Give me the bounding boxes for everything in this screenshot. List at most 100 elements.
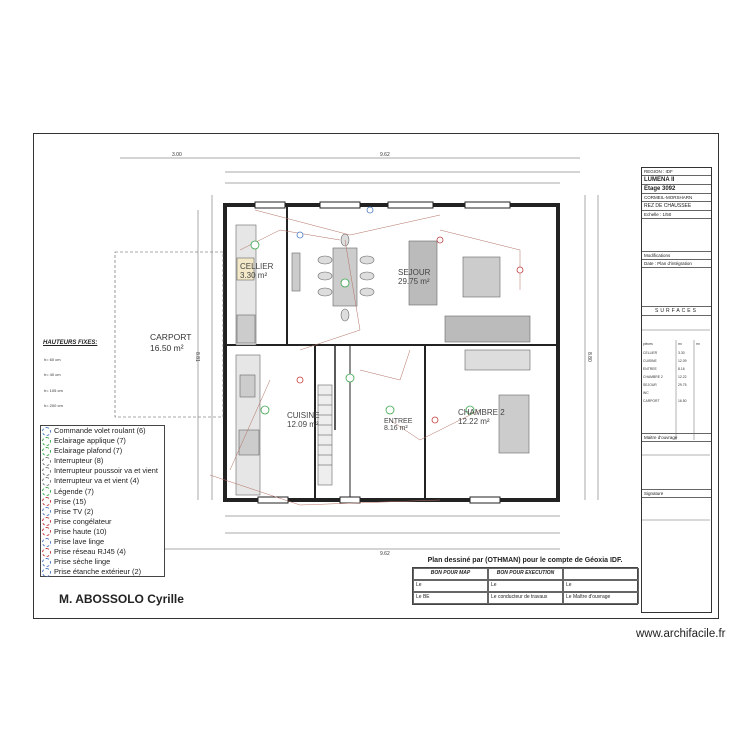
legend-item: Prise TV (2)	[41, 507, 164, 517]
title-block: REGION : IDF LUMENA II Etage 3092 CORMEI…	[641, 167, 712, 613]
tb-model: LUMENA II	[642, 176, 711, 185]
legend-label: Prise TV (2)	[54, 506, 94, 516]
room-name: ENTREE	[384, 418, 413, 425]
room-area: 3.30 m²	[240, 271, 268, 280]
legend-symbol-icon	[42, 537, 51, 547]
cartouche-cell: Le	[413, 580, 488, 592]
legend-item: Prise lave linge	[41, 537, 164, 547]
room-area: 29.75 m²	[398, 277, 430, 286]
svg-text:12.09: 12.09	[678, 359, 687, 363]
carport-label: CARPORT 16.50 m²	[150, 332, 191, 354]
legend-item: Eclairage plafond (7)	[41, 446, 164, 456]
room-name: CHAMBRE 2	[458, 408, 505, 417]
legend-label: Prise réseau RJ45 (4)	[54, 547, 126, 557]
tb-scale: Echelle : 1/50	[642, 211, 711, 219]
credit-link[interactable]: www.archifacile.fr	[636, 628, 726, 640]
cartouche-cell: Le Maître d'ouvrage	[563, 592, 639, 604]
dim-left-total: 8.81	[194, 352, 200, 362]
room-chambre: CHAMBRE 2 12.22 m²	[458, 408, 505, 426]
legend-item: Prise haute (10)	[41, 527, 164, 537]
legend-item: Prise réseau RJ45 (4)	[41, 547, 164, 557]
legend-symbol-icon	[42, 527, 51, 537]
svg-text:16.50: 16.50	[678, 399, 687, 403]
legend-symbol-icon	[42, 567, 51, 577]
cartouche-col: BON POUR EXECUTION	[488, 568, 563, 580]
legend-item: Interrupteur poussoir va et vient	[41, 466, 164, 476]
room-name: CUISINE	[287, 411, 320, 420]
dim-bottom-total: 9.62	[380, 551, 390, 557]
room-cellier: CELLIER 3.30 m²	[240, 262, 273, 280]
cartouche-col	[563, 568, 639, 580]
room-entree: ENTREE 8.16 m²	[384, 418, 412, 432]
owner-name: M. ABOSSOLO Cyrille	[59, 592, 184, 606]
legend-symbol-icon	[42, 497, 51, 507]
legend-label: Prise lave linge	[54, 537, 105, 547]
room-cuisine: CUISINE 12.09 m²	[287, 411, 319, 429]
tb-maitre: Maitre d'ouvrage	[642, 434, 711, 442]
legend-symbol-icon	[42, 456, 51, 466]
legend-symbol-icon	[42, 517, 51, 527]
hauteur-row-1: h= 60 cm	[44, 357, 61, 362]
legend-label: Prise étanche extérieur (2)	[54, 567, 142, 577]
tb-row: Modifications	[642, 252, 711, 260]
carport-name: CARPORT	[150, 332, 192, 342]
legend-label: Prise haute (10)	[54, 526, 107, 536]
dim-right-total: 8.80	[586, 352, 592, 362]
svg-text:12.22: 12.22	[678, 375, 687, 379]
legend-label: Eclairage applique (7)	[54, 436, 126, 446]
svg-text:pièces: pièces	[643, 342, 653, 346]
tb-signature: Signature	[642, 490, 711, 498]
legend-item: Eclairage applique (7)	[41, 436, 164, 446]
legend-label: Interrupteur (8)	[54, 456, 104, 466]
hauteur-row-3: h= 105 cm	[44, 388, 63, 393]
legend: Commande volet roulant (6)Eclairage appl…	[40, 425, 165, 577]
legend-item: Prise étanche extérieur (2)	[41, 567, 164, 577]
tb-region: REGION : IDF	[642, 168, 711, 176]
dim-top-total: 9.62	[380, 152, 390, 158]
tb-level: REZ DE CHAUSSEE	[642, 202, 711, 211]
legend-label: Prise congélateur	[54, 516, 112, 526]
tb-spacer	[642, 316, 711, 434]
legend-symbol-icon	[42, 507, 51, 517]
svg-text:3.30: 3.30	[678, 351, 685, 355]
cartouche-cell: Le BE	[413, 592, 488, 604]
legend-label: Prise sèche linge	[54, 557, 111, 567]
svg-text:29.75: 29.75	[678, 383, 687, 387]
room-name: SEJOUR	[398, 268, 431, 277]
svg-text:CELLIER: CELLIER	[643, 351, 658, 355]
carport-outline	[114, 251, 224, 418]
legend-symbol-icon	[42, 477, 51, 487]
legend-label: Interrupteur va et vient (4)	[54, 476, 140, 486]
svg-text:m²: m²	[696, 342, 701, 346]
legend-symbol-icon	[42, 426, 51, 436]
tb-row: Date : Plan d'intégration	[642, 260, 711, 268]
svg-text:WC: WC	[643, 391, 649, 395]
room-name: CELLIER	[240, 262, 274, 271]
legend-label: Interrupteur poussoir va et vient	[54, 466, 158, 476]
legend-label: Prise (15)	[54, 496, 87, 506]
legend-item: Commande volet roulant (6)	[41, 426, 164, 436]
svg-text:m²: m²	[678, 342, 683, 346]
tb-surfaces: SURFACES	[642, 307, 711, 316]
svg-text:CUISINE: CUISINE	[643, 359, 657, 363]
legend-symbol-icon	[42, 547, 51, 557]
cartouche-head: Plan dessiné par (OTHMAN) pour le compte…	[427, 557, 623, 564]
hauteur-row-2: h= 40 cm	[44, 372, 61, 377]
tb-stage: Etage 3092	[642, 185, 711, 194]
tb-spacer	[642, 219, 711, 252]
cartouche-col: BON POUR MAP	[413, 568, 488, 580]
cartouche-cell: Le	[563, 580, 639, 592]
cartouche: Plan dessiné par (OTHMAN) pour le compte…	[412, 557, 639, 609]
dim-top-left: 3.00	[172, 152, 182, 158]
legend-label: Légende (7)	[54, 486, 94, 496]
legend-symbol-icon	[42, 557, 51, 567]
legend-item: Prise sèche linge	[41, 557, 164, 567]
tb-spacer	[642, 442, 711, 490]
legend-symbol-icon	[42, 466, 51, 476]
hauteurs-title: HAUTEURS FIXES:	[43, 340, 98, 346]
legend-label: Eclairage plafond (7)	[54, 446, 123, 456]
legend-symbol-icon	[42, 436, 51, 446]
legend-label: Commande volet roulant (6)	[54, 426, 146, 435]
legend-item: Interrupteur va et vient (4)	[41, 476, 164, 487]
